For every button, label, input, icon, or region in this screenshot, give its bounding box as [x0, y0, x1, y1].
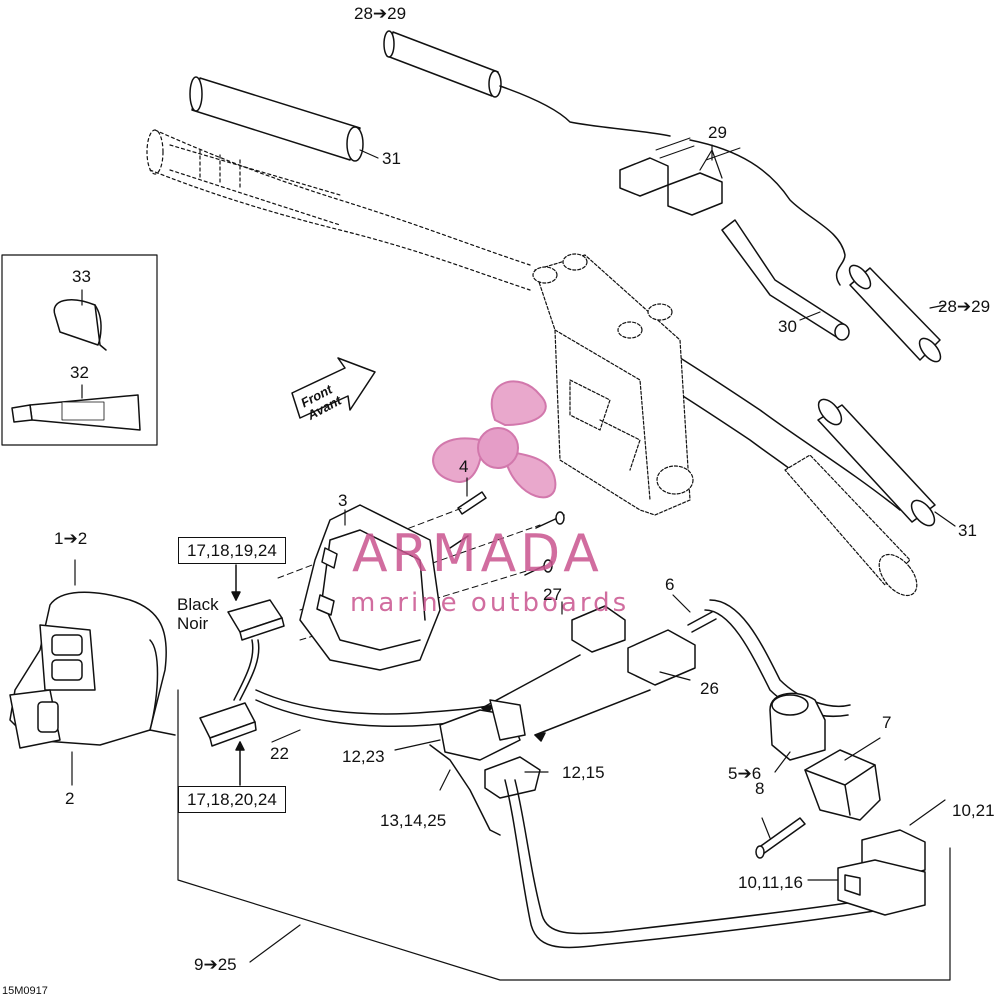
switch-housing-3 [299, 504, 441, 671]
connector-bottom [199, 702, 257, 747]
callout-31-right: 31 [958, 521, 977, 540]
switch-5-6 [769, 692, 826, 761]
leader-lines [71, 144, 956, 963]
callout-22: 22 [270, 744, 289, 763]
callout-26: 26 [700, 679, 719, 698]
harness-9-25 [504, 599, 881, 949]
watermark-logo [432, 380, 557, 499]
clamp-33 [53, 299, 107, 351]
module-10 [837, 829, 926, 916]
handlebar-riser [532, 253, 694, 516]
heated-grip-right [848, 264, 942, 363]
callout-5-6: 5➔6 [728, 764, 762, 783]
callout-6: 6 [665, 575, 675, 594]
watermark-subtitle: marine outboards [350, 588, 630, 618]
inset-box [1, 254, 158, 446]
grip-tube-31-top [189, 76, 364, 162]
callout-13-14-25: 13,14,25 [380, 811, 447, 830]
connector-color-fr: Noir [177, 614, 209, 633]
callout-9-25: 9➔25 [194, 955, 237, 974]
grease-tube-32 [11, 394, 141, 431]
callout-4: 4 [459, 457, 469, 476]
grip-30 [721, 219, 850, 341]
callout-10-11-16: 10,11,16 [738, 873, 803, 892]
callout-8: 8 [755, 779, 765, 798]
callout-1-2: 1➔2 [54, 529, 88, 548]
component-7 [804, 749, 881, 821]
front-arrow [291, 357, 376, 419]
callout-7: 7 [882, 713, 892, 732]
switch-assembly-1-2 [9, 591, 176, 749]
callout-30: 30 [778, 317, 797, 336]
connector-color-en: Black [177, 595, 219, 614]
heated-grip-top [383, 30, 846, 286]
connector-top [227, 599, 285, 641]
callout-12-15: 12,15 [562, 763, 605, 782]
right-grip [784, 454, 918, 597]
pins-6 [687, 611, 717, 633]
callout-29: 29 [708, 123, 727, 142]
callout-27: 27 [543, 585, 562, 604]
callout-33: 33 [72, 267, 91, 286]
bracket-lines [177, 689, 951, 981]
figure-code: 15M0917 [2, 985, 48, 997]
watermark-title: ARMADA [352, 524, 603, 584]
callout-28-29-right: 28➔29 [938, 297, 991, 316]
connector-29 [619, 137, 741, 216]
callout-12-23: 12,23 [342, 747, 385, 766]
callout-31-top: 31 [382, 149, 401, 168]
callout-10-21: 10,21 [952, 801, 995, 820]
callout-2: 2 [65, 789, 75, 808]
boxed-label-connector-bottom: 17,18,20,24 [178, 786, 286, 813]
callout-28-29-top: 28➔29 [354, 4, 407, 23]
callout-3: 3 [338, 491, 348, 510]
central-connectors [429, 699, 541, 836]
boxed-label-connector-top: 17,18,19,24 [178, 537, 286, 564]
pin-8 [755, 817, 806, 859]
connector-26 [627, 629, 696, 686]
connector-27 [571, 605, 626, 653]
handlebar [146, 129, 531, 291]
callout-32: 32 [70, 363, 89, 382]
grip-tube-31-right [817, 398, 936, 527]
screws-4 [449, 491, 565, 576]
arrows [231, 564, 651, 786]
